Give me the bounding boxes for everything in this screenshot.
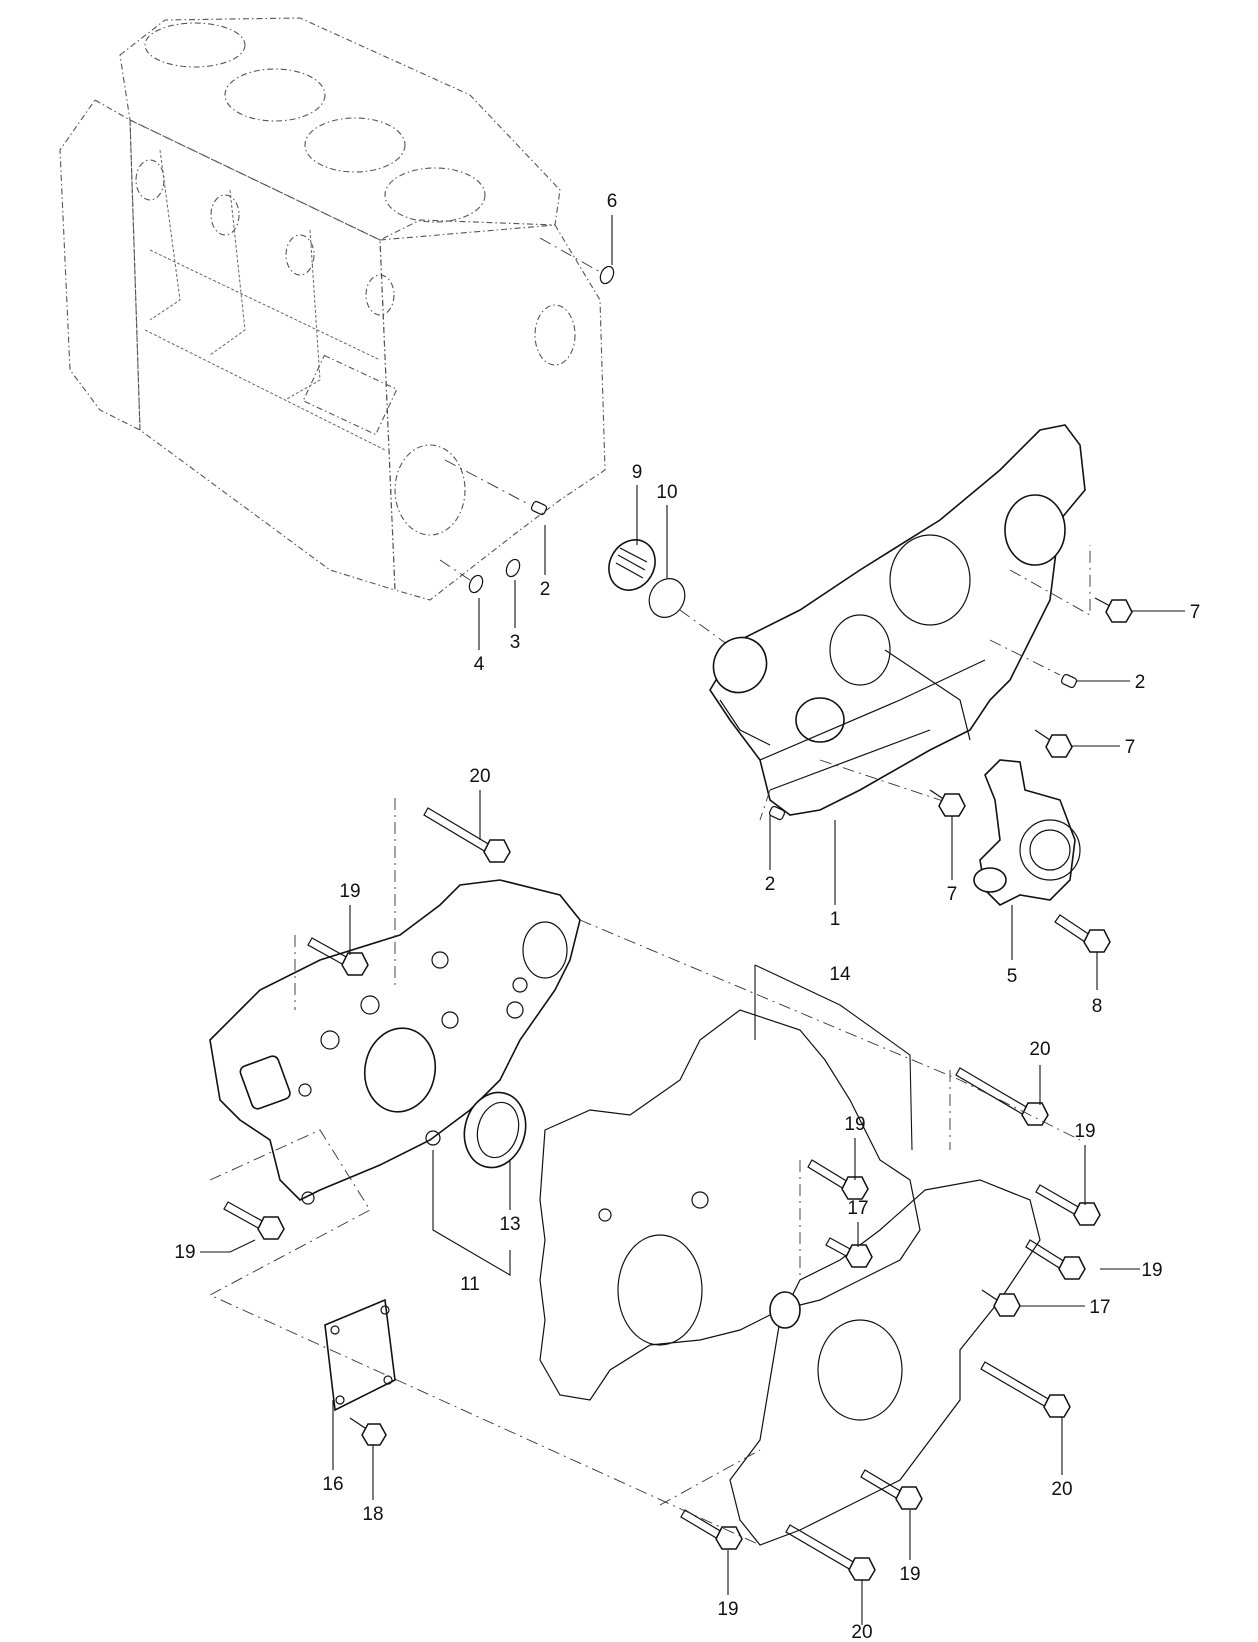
bolt-20-bottom [785, 1524, 876, 1581]
bolt-17-right [981, 1289, 1021, 1317]
bolt-19-left-upper [307, 937, 369, 976]
callout-7: 7 [1125, 737, 1136, 758]
callout-20: 20 [1029, 1039, 1050, 1060]
bolt-7-a [1094, 597, 1133, 623]
timing-plate [729, 1179, 1041, 1546]
callout-19: 19 [174, 1242, 195, 1263]
callout-19: 19 [899, 1564, 920, 1585]
callout-6: 6 [607, 191, 618, 212]
callout-7: 7 [1190, 602, 1201, 623]
gear-case-1 [709, 424, 1086, 816]
bolt-19-left-lower [223, 1201, 285, 1240]
callout-19: 19 [717, 1599, 738, 1620]
bolt-19-bottom-left [680, 1509, 743, 1550]
callout-2: 2 [540, 579, 551, 600]
bolt-19-right-2 [1025, 1239, 1086, 1280]
bolt-18 [349, 1417, 387, 1446]
oil-pump-5 [973, 759, 1081, 906]
callout-8: 8 [1092, 996, 1103, 1017]
bolt-19-right-1 [1035, 1184, 1101, 1226]
o-ring-10 [648, 578, 736, 651]
dowel-pin-2-mid [1060, 673, 1078, 689]
bolt-7-c [929, 789, 966, 817]
callout-2: 2 [765, 874, 776, 895]
bolt-8 [1054, 914, 1111, 953]
bolt-20-right-upper [955, 1067, 1049, 1126]
filler-cap-9 [608, 539, 656, 591]
front-cover-11 [209, 879, 581, 1205]
callout-18: 18 [362, 1504, 383, 1525]
callout-4: 4 [474, 654, 485, 675]
callout-19: 19 [1141, 1260, 1162, 1281]
callout-2: 2 [1135, 672, 1146, 693]
callout-10: 10 [656, 482, 677, 503]
callout-17: 17 [1089, 1297, 1110, 1318]
bolt-20-upper [423, 807, 511, 863]
callout-19: 19 [339, 881, 360, 902]
callout-leaders [200, 215, 1185, 1625]
callout-11: 11 [460, 1274, 480, 1295]
bolt-20-right-lower [980, 1361, 1071, 1418]
o-rings-3-4 [439, 558, 521, 594]
callout-19: 19 [1074, 1121, 1095, 1142]
engine-block-phantom [59, 17, 606, 601]
callout-14: 14 [829, 964, 851, 985]
bolt-17-center [825, 1237, 873, 1268]
callout-20: 20 [851, 1622, 872, 1642]
dowel-pin-2-lower [768, 805, 786, 821]
callout-7: 7 [947, 884, 958, 905]
cover-plate-16 [324, 1298, 396, 1412]
callout-19: 19 [844, 1114, 865, 1135]
callout-3: 3 [510, 632, 521, 653]
callout-17: 17 [847, 1198, 868, 1219]
callout-labels: 6 2 3 4 9 10 7 2 7 20 2 1 7 5 8 19 14 20… [174, 191, 1200, 1642]
o-ring-6 [539, 237, 615, 285]
gasket-14 [539, 1009, 921, 1401]
callout-13: 13 [499, 1214, 520, 1235]
callout-16: 16 [322, 1474, 343, 1495]
bolt-19-bottom-right [860, 1469, 923, 1510]
bolt-7-b [1034, 729, 1073, 758]
bolt-19-center [807, 1159, 869, 1200]
oil-seal-13 [463, 1091, 527, 1169]
callout-20: 20 [469, 766, 490, 787]
callout-20: 20 [1051, 1479, 1072, 1500]
callout-9: 9 [632, 462, 643, 483]
dowel-pin-2-upper [444, 459, 548, 516]
callout-5: 5 [1007, 966, 1018, 987]
callout-1: 1 [830, 909, 841, 930]
